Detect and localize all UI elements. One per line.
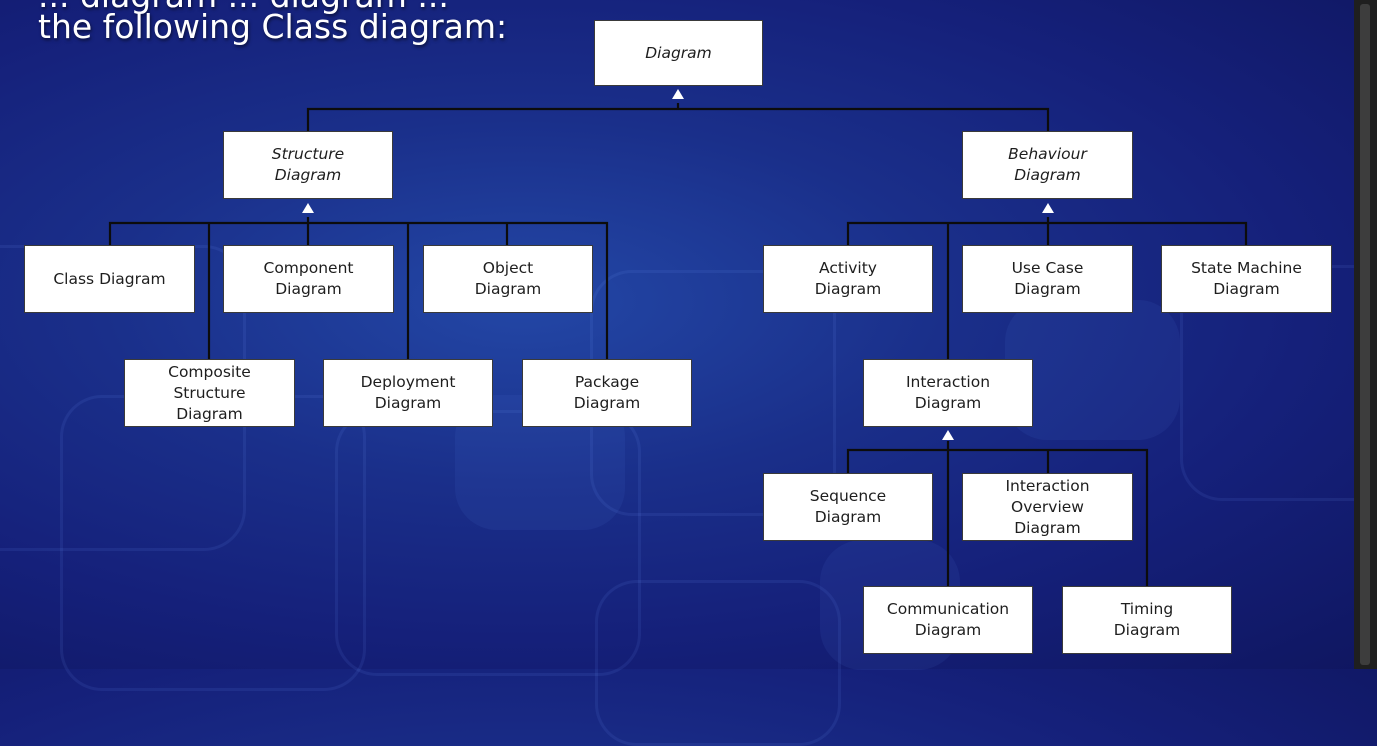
background-shape <box>1005 300 1180 440</box>
communication-diagram-node: Communication Diagram <box>863 586 1033 654</box>
component-diagram-node: Component Diagram <box>223 245 394 313</box>
object-diagram-node: Object Diagram <box>423 245 593 313</box>
activity-diagram-node: Activity Diagram <box>763 245 933 313</box>
generalization-arrow-icon <box>1042 203 1054 213</box>
class-diagram-node: Class Diagram <box>24 245 195 313</box>
behaviour-diagram-node: Behaviour Diagram <box>962 131 1133 199</box>
scrollbar-thumb[interactable] <box>1360 4 1370 665</box>
state-machine-diagram-node: State Machine Diagram <box>1161 245 1332 313</box>
sequence-diagram-node: Sequence Diagram <box>763 473 933 541</box>
interaction-overview-diagram-node: Interaction Overview Diagram <box>962 473 1133 541</box>
slide-title-line1: ... diagram ... diagram ... <box>38 0 449 16</box>
generalization-arrow-icon <box>942 430 954 440</box>
deployment-diagram-node: Deployment Diagram <box>323 359 493 427</box>
composite-structure-diagram-node: Composite Structure Diagram <box>124 359 295 427</box>
timing-diagram-node: Timing Diagram <box>1062 586 1232 654</box>
slide-title-line2: the following Class diagram: <box>38 7 508 46</box>
interaction-diagram-node: Interaction Diagram <box>863 359 1033 427</box>
inheritance-connectors <box>108 89 1248 586</box>
diagram-node-root: Diagram <box>594 20 763 86</box>
vertical-scrollbar[interactable] <box>1354 0 1377 669</box>
use-case-diagram-node: Use Case Diagram <box>962 245 1133 313</box>
generalization-arrow-icon <box>672 89 684 99</box>
generalization-arrow-icon <box>302 203 314 213</box>
package-diagram-node: Package Diagram <box>522 359 692 427</box>
structure-diagram-node: Structure Diagram <box>223 131 393 199</box>
